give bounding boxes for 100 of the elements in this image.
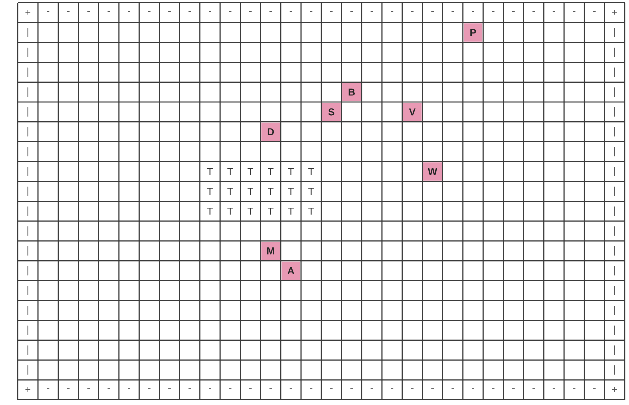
border-mark: -: [249, 388, 252, 390]
border-mark: |: [614, 326, 616, 336]
border-mark: -: [148, 388, 151, 390]
border-mark: -: [492, 11, 495, 12]
border-mark: -: [128, 11, 130, 12]
border-mark: |: [614, 147, 616, 157]
border-mark: -: [452, 388, 454, 390]
border-mark: -: [88, 11, 90, 12]
border-mark: -: [270, 11, 272, 12]
letter-tile: S: [322, 103, 341, 122]
border-mark: |: [614, 246, 616, 256]
map-letter: T: [228, 208, 234, 215]
map-letter: T: [207, 168, 214, 176]
border-mark: -: [411, 388, 414, 390]
border-mark: -: [108, 11, 110, 12]
border-mark: -: [552, 388, 556, 390]
border-mark: -: [391, 388, 394, 390]
border-mark: -: [168, 388, 171, 390]
border-mark: |: [28, 306, 29, 316]
border-mark: |: [28, 366, 29, 375]
map-letter: T: [268, 168, 274, 176]
border-mark: |: [614, 206, 616, 216]
border-mark: -: [290, 11, 292, 12]
border-mark: |: [614, 346, 616, 356]
border-mark: -: [148, 11, 151, 12]
border-mark: |: [28, 246, 29, 256]
border-mark: -: [168, 11, 171, 12]
border-mark: |: [28, 68, 29, 78]
border-mark: |: [614, 266, 616, 276]
border-mark: |: [28, 127, 29, 137]
map-letter: T: [288, 188, 294, 196]
border-mark: +: [612, 10, 618, 15]
border-mark: -: [452, 11, 454, 12]
border-mark: +: [26, 10, 31, 15]
border-mark: -: [188, 11, 192, 12]
map-letter: T: [268, 208, 274, 215]
letter-tile: W: [423, 162, 442, 181]
border-mark: -: [472, 388, 474, 390]
map-letter: T: [288, 168, 294, 176]
border-mark: -: [229, 388, 232, 390]
border-mark: -: [391, 11, 394, 12]
border-mark: -: [350, 388, 354, 390]
border-mark: -: [472, 11, 474, 12]
border-mark: -: [67, 388, 70, 390]
border-mark: |: [614, 226, 616, 236]
border-mark: |: [614, 127, 616, 137]
border-mark: -: [532, 11, 536, 12]
letter-tile: M: [262, 242, 280, 260]
border-mark: -: [593, 11, 596, 12]
border-mark: |: [28, 226, 29, 236]
border-mark: -: [593, 388, 596, 390]
border-mark: |: [28, 206, 29, 216]
border-mark: +: [26, 387, 31, 392]
letter-tile: P: [464, 24, 483, 42]
border-mark: -: [350, 11, 354, 12]
border-mark: |: [614, 108, 616, 117]
border-mark: -: [290, 388, 292, 390]
border-mark: -: [552, 11, 556, 12]
letter-tile: B: [342, 83, 362, 102]
border-mark: |: [28, 108, 29, 117]
border-mark: |: [28, 266, 29, 276]
border-mark: +: [612, 387, 618, 392]
border-mark: -: [370, 388, 374, 390]
border-mark: |: [614, 366, 616, 375]
border-mark: |: [28, 48, 29, 58]
map-letter: T: [228, 188, 234, 196]
border-mark: -: [249, 11, 252, 12]
border-mark: -: [432, 388, 434, 390]
border-mark: -: [573, 388, 576, 390]
map-letter: T: [268, 188, 274, 196]
border-mark: -: [270, 388, 272, 390]
border-mark: -: [88, 388, 90, 390]
map-letter: T: [248, 188, 254, 196]
border-mark: -: [512, 11, 515, 12]
border-mark: -: [310, 388, 313, 390]
border-mark: |: [28, 147, 29, 157]
letter-tile: D: [262, 122, 280, 142]
map-letter: T: [207, 208, 214, 215]
map-letter: T: [228, 168, 234, 176]
border-mark: -: [512, 388, 515, 390]
map-letter: T: [248, 208, 254, 215]
border-mark: |: [28, 346, 29, 356]
border-mark: |: [28, 88, 29, 97]
border-mark: -: [492, 388, 495, 390]
border-mark: -: [128, 388, 130, 390]
map-letter: T: [248, 168, 254, 176]
border-mark: |: [28, 326, 29, 336]
border-mark: -: [67, 11, 70, 12]
border-mark: -: [330, 11, 333, 12]
border-mark: -: [330, 388, 333, 390]
border-mark: -: [411, 11, 414, 12]
map-letter: T: [308, 168, 314, 176]
border-mark: -: [108, 388, 110, 390]
map-letter: T: [288, 208, 294, 215]
border-mark: |: [614, 68, 616, 78]
border-mark: |: [28, 28, 29, 38]
border-mark: |: [614, 186, 616, 196]
map-letter: T: [207, 188, 214, 196]
border-mark: |: [28, 167, 29, 176]
border-mark: -: [47, 388, 50, 390]
